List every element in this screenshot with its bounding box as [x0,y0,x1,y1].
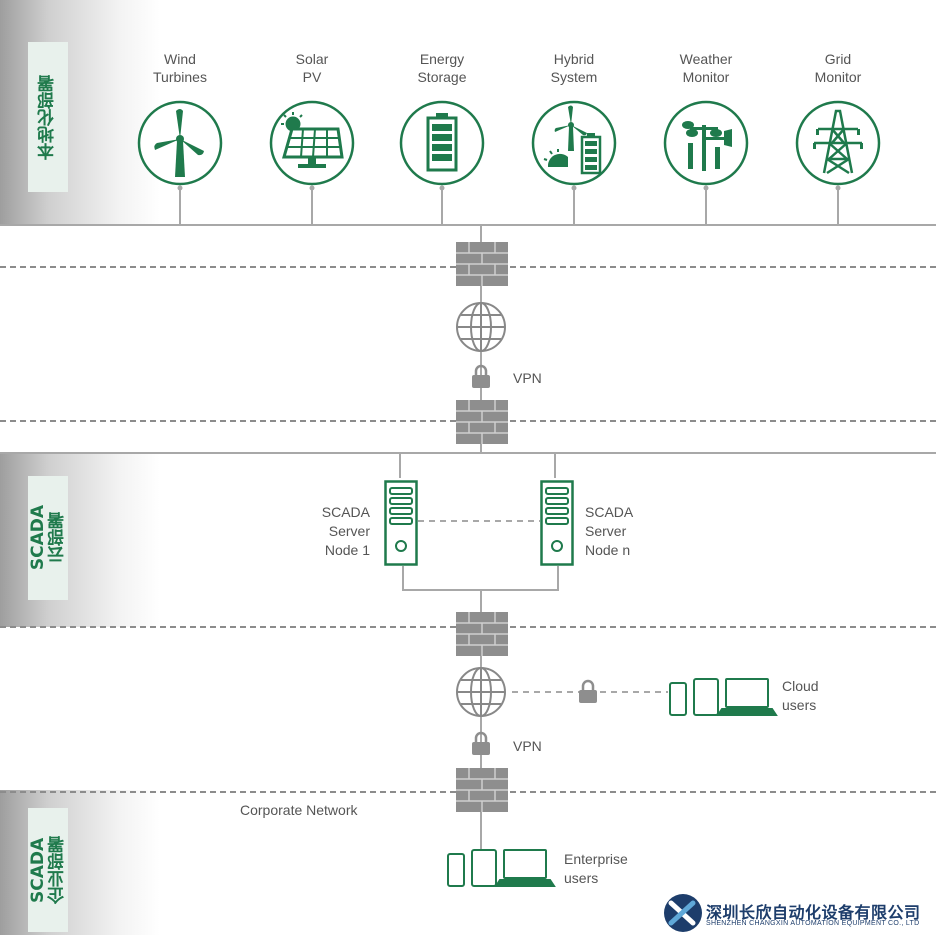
section-label-enterprise: SCADA 企业部署 [28,808,68,932]
section-band-cloud [0,452,160,627]
power-tower-icon [795,100,881,186]
company-name-cn: 深圳长欣自动化设备有限公司 [706,903,921,922]
firewall-icon [456,768,508,812]
globe-icon [456,302,506,352]
section-label-local: 本地化部署 [28,42,68,192]
lock-icon [579,679,597,703]
firewall-icon [456,612,508,656]
devices-icon [447,849,556,887]
firewall-icon [456,400,508,444]
corporate-network-label: Corporate Network [240,802,358,818]
company-name-en: SHENZHEN CHANGXIN AUTOMATION EQUIPMENT C… [706,920,920,927]
server-icon [384,480,418,566]
lock-icon [472,364,490,388]
local-bus-line [0,224,936,226]
section-band-enterprise [0,790,160,935]
globe-icon [456,667,506,717]
vpn-label: VPN [513,370,542,386]
firewall-icon [456,242,508,286]
vpn-label: VPN [513,738,542,754]
hybrid-system-icon [531,100,617,186]
company-logo-icon [664,894,702,932]
section-label-cloud: SCADA 云部署 [28,476,68,600]
wind-turbine-icon [137,100,223,186]
lock-icon [472,731,490,755]
devices-icon [669,678,778,716]
battery-icon [399,100,485,186]
solar-panel-icon [269,100,355,186]
section-band-local [0,0,160,225]
server-icon [540,480,574,566]
cloud-top-line [0,452,936,454]
weather-station-icon [663,100,749,186]
